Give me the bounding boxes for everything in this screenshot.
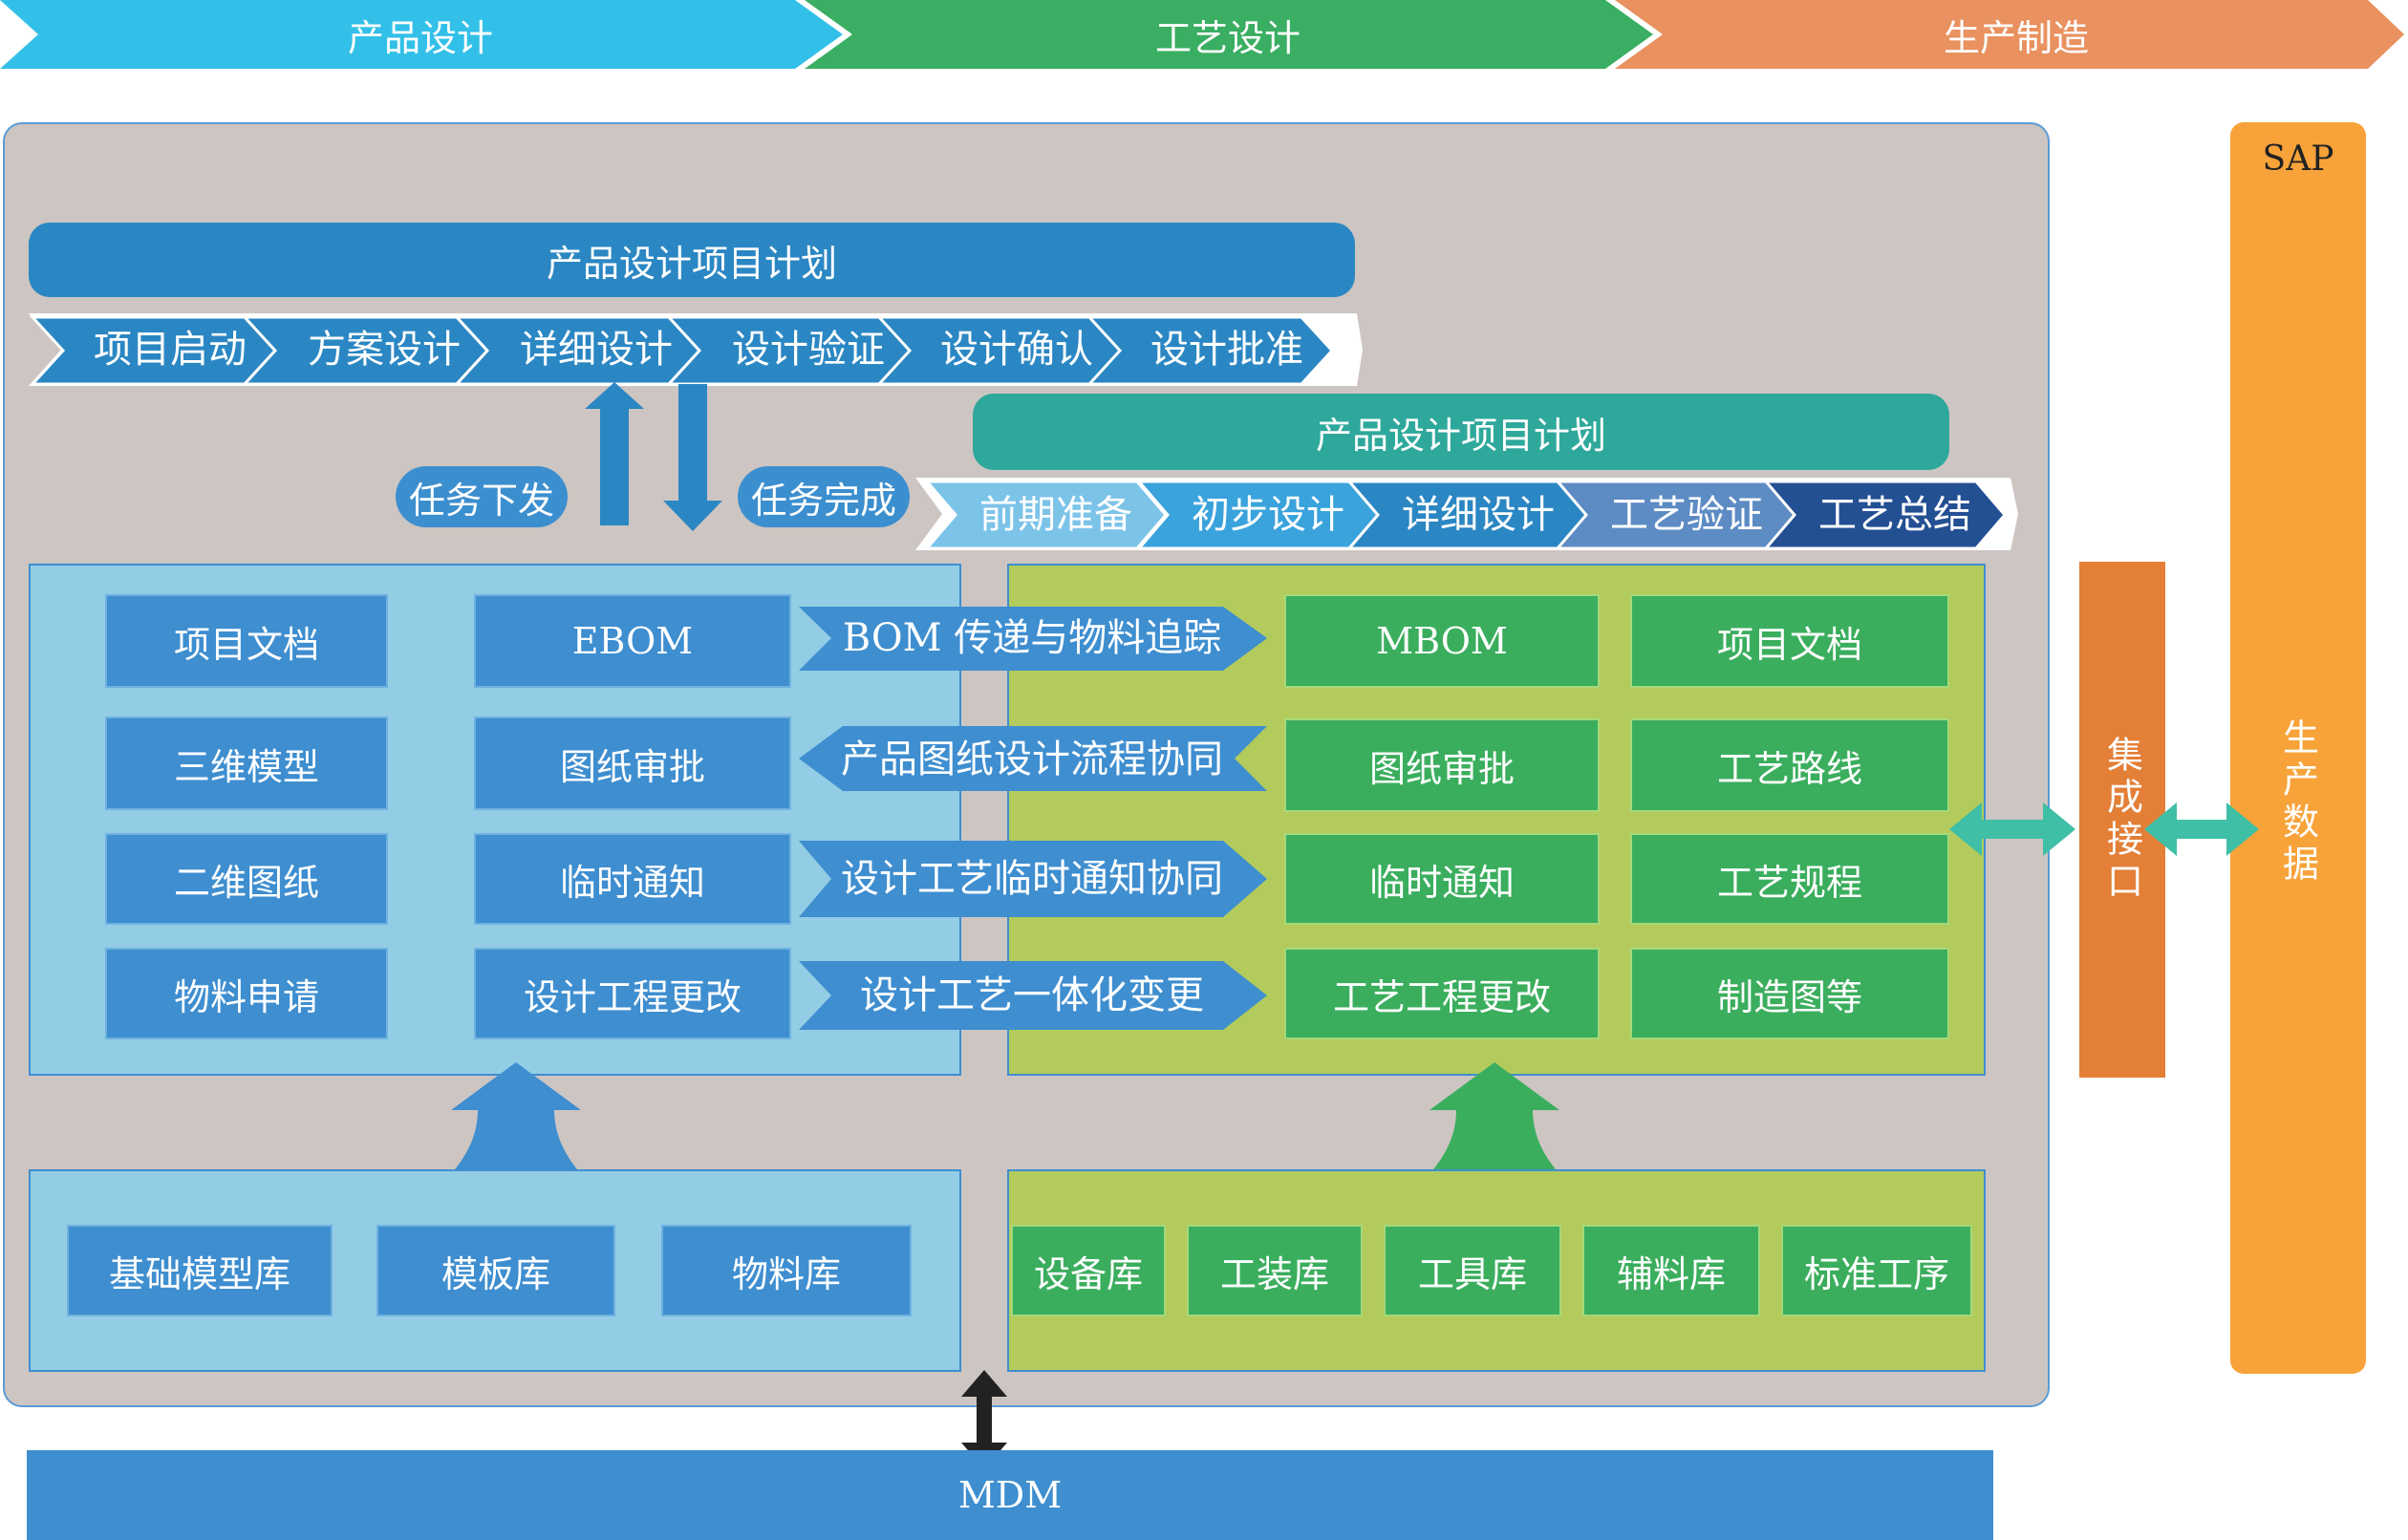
sap-panel <box>2230 122 2366 1374</box>
design-chevrons-chevron <box>1086 315 1335 386</box>
task-issue-label: 任务下发 <box>396 466 568 527</box>
lib-tooling[interactable]: 工装库 <box>1187 1225 1363 1316</box>
down-arrow-icon <box>663 384 722 531</box>
tile-manufacturing-drawings[interactable]: 制造图等 <box>1630 948 1949 1039</box>
collab-label-drawing: 产品图纸设计流程协同 <box>841 738 1223 781</box>
phase-label-design: 产品设计 <box>347 16 493 59</box>
tile-drawing-approval-process[interactable]: 图纸审批 <box>1284 718 1600 812</box>
collab-arrow-right-4 <box>799 961 1267 1030</box>
double-arrow-icon-left <box>1949 802 2075 856</box>
task-done-label: 任务完成 <box>738 466 910 527</box>
process-step-3: 详细设计 <box>1402 493 1555 537</box>
tile-2d-drawing[interactable]: 二维图纸 <box>105 833 388 925</box>
design-step-6: 设计批准 <box>1150 328 1303 372</box>
phase-label-production: 生产制造 <box>1943 16 2089 59</box>
design-step-2: 方案设计 <box>308 328 461 372</box>
design-up-arrow-icon <box>424 1062 608 1198</box>
process-steps <box>915 478 2018 550</box>
process-step-4: 工艺验证 <box>1610 493 1763 537</box>
process-step-2: 初步设计 <box>1192 493 1344 537</box>
lib-standard-process[interactable]: 标准工序 <box>1781 1225 1972 1316</box>
tile-process-change[interactable]: 工艺工程更改 <box>1284 948 1600 1039</box>
double-arrow-icon-right <box>2144 802 2259 856</box>
collab-arrows <box>799 607 1267 1030</box>
phase-arrow-process <box>805 0 1653 69</box>
collab-label-change: 设计工艺一体化变更 <box>860 973 1204 1017</box>
tile-ebom[interactable]: EBOM <box>474 594 791 688</box>
process-up-arrow-icon <box>1403 1062 1586 1198</box>
process-chevrons-chevron <box>923 480 1168 550</box>
process-step-1: 前期准备 <box>979 493 1132 537</box>
process-step-5: 工艺总结 <box>1818 493 1971 537</box>
collab-label-bom: BOM 传递与物料追踪 <box>842 616 1222 660</box>
design-steps <box>29 313 1363 386</box>
design-step-5: 设计确认 <box>940 328 1093 372</box>
collab-arrow-left-2 <box>799 726 1267 791</box>
tile-mbom[interactable]: MBOM <box>1284 594 1600 688</box>
process-chevrons-chevron <box>1762 480 2007 550</box>
design-step-1: 项目启动 <box>94 328 247 372</box>
phase-bar <box>0 0 2404 69</box>
collab-arrow-right-3 <box>799 841 1267 917</box>
design-plan-title: 产品设计项目计划 <box>29 223 1355 297</box>
sap-production-data: 生产数据 <box>2276 718 2319 887</box>
design-step-3: 详细设计 <box>520 328 673 372</box>
lib-template[interactable]: 模板库 <box>376 1225 615 1316</box>
lib-equipment[interactable]: 设备库 <box>1011 1225 1166 1316</box>
tile-project-docs-design[interactable]: 项目文档 <box>105 594 388 688</box>
lib-base-model[interactable]: 基础模型库 <box>67 1225 333 1316</box>
tile-process-route[interactable]: 工艺路线 <box>1630 718 1949 812</box>
collab-label-notice: 设计工艺临时通知协同 <box>841 857 1223 901</box>
integration-arrows <box>1949 802 2259 856</box>
tile-temp-notice-design[interactable]: 临时通知 <box>474 833 791 925</box>
tile-3d-model[interactable]: 三维模型 <box>105 717 388 810</box>
tile-process-spec[interactable]: 工艺规程 <box>1630 833 1949 925</box>
integration-interface: 集成接口 <box>2079 562 2165 1078</box>
sap-label: SAP <box>2262 139 2334 179</box>
lib-material[interactable]: 物料库 <box>661 1225 912 1316</box>
phase-label-process: 工艺设计 <box>1154 16 1301 59</box>
tile-material-request[interactable]: 物料申请 <box>105 948 388 1039</box>
tile-temp-notice-process[interactable]: 临时通知 <box>1284 833 1600 925</box>
lib-tools[interactable]: 工具库 <box>1384 1225 1561 1316</box>
tile-design-change[interactable]: 设计工程更改 <box>474 948 791 1039</box>
tile-project-docs-process[interactable]: 项目文档 <box>1630 594 1949 688</box>
task-arrows <box>585 382 722 531</box>
mdm-double-arrow-icon <box>961 1370 1007 1469</box>
design-step-4: 设计验证 <box>732 328 885 372</box>
phase-arrow-design <box>0 0 843 69</box>
lib-auxiliary[interactable]: 辅料库 <box>1582 1225 1760 1316</box>
tile-drawing-approval-design[interactable]: 图纸审批 <box>474 717 791 810</box>
up-arrow-icon <box>585 382 644 525</box>
collab-arrow-right-1 <box>799 607 1267 671</box>
process-plan-title: 产品设计项目计划 <box>973 394 1949 470</box>
mdm-bar: MDM <box>27 1450 1993 1540</box>
phase-arrow-production <box>1615 0 2404 69</box>
